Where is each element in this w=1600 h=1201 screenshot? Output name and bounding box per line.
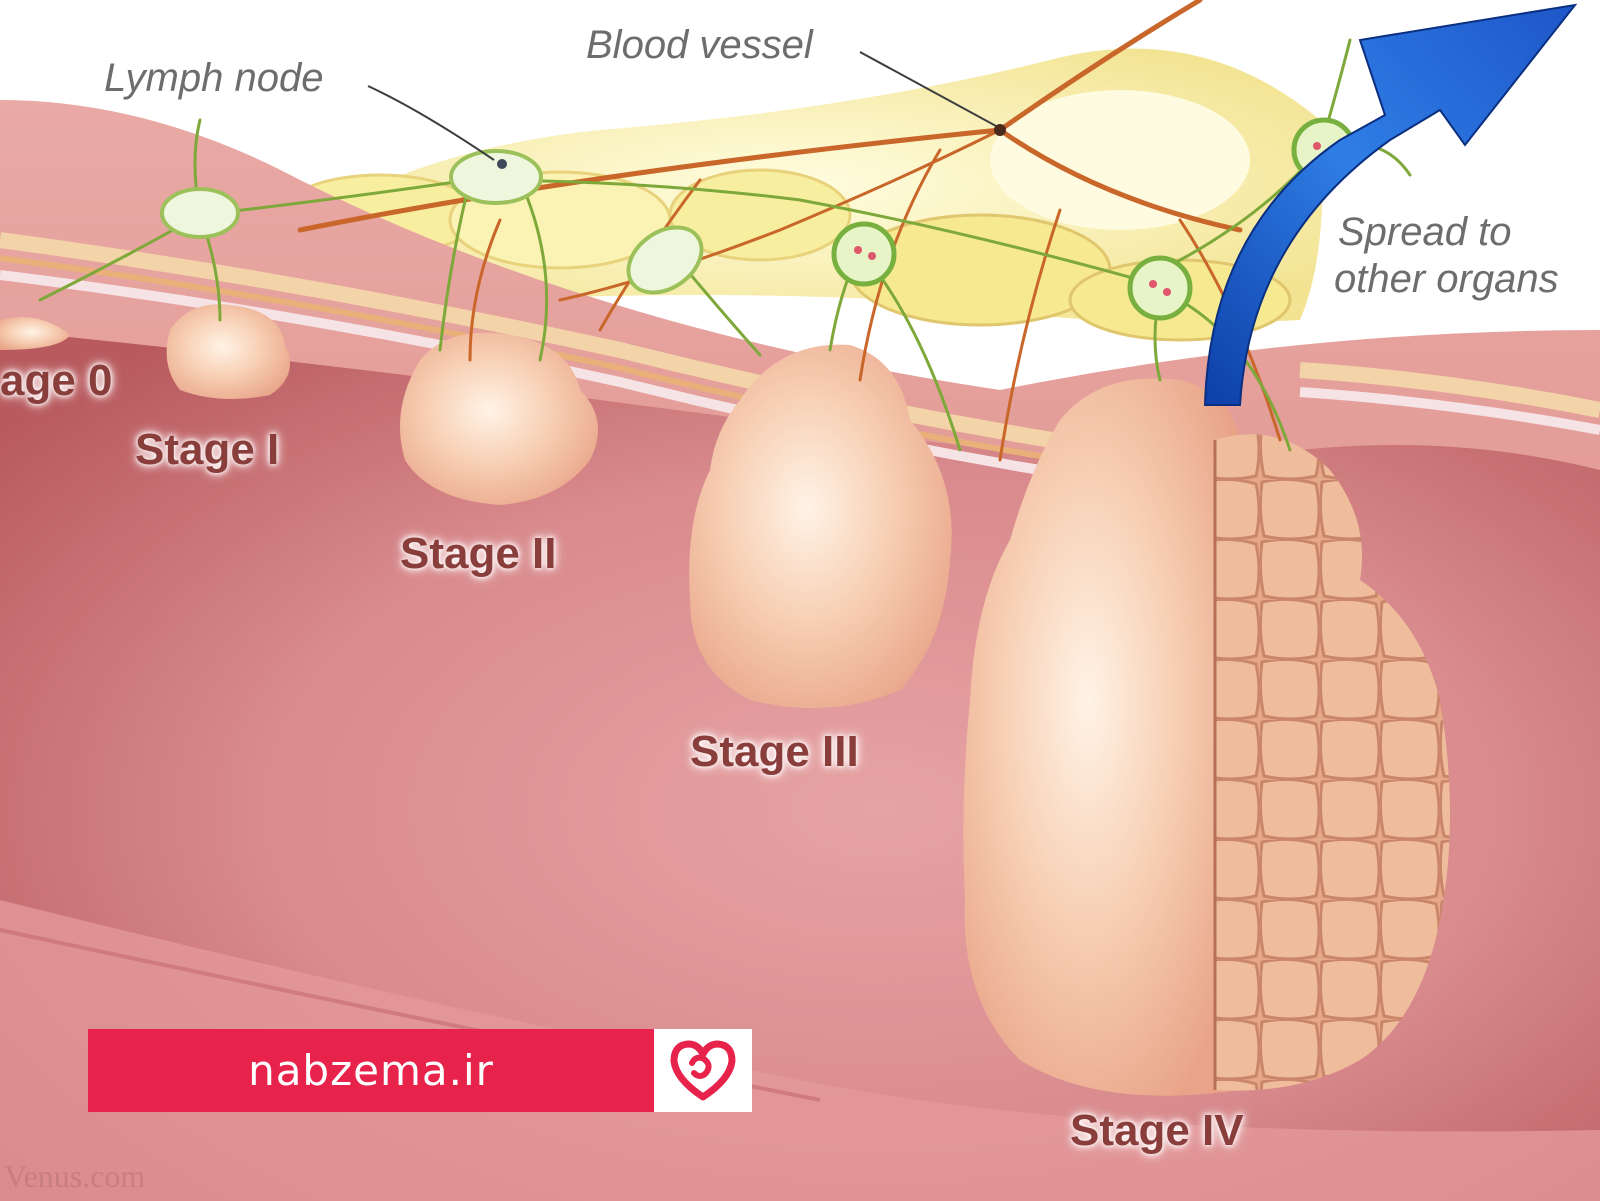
stage-4-label: Stage IV bbox=[1070, 1106, 1244, 1155]
blood-vessels bbox=[297, 0, 1282, 462]
stage-2-label: Stage II bbox=[400, 529, 557, 578]
tumor-stage-1 bbox=[166, 304, 290, 399]
stage-0-label: age 0 bbox=[0, 356, 113, 405]
lymph-node-5 bbox=[1127, 255, 1193, 321]
stage-3-label: Stage III bbox=[690, 727, 859, 776]
lymph-node-4 bbox=[831, 221, 897, 287]
brand-logo bbox=[654, 1029, 752, 1112]
heart-logo-icon bbox=[670, 1040, 736, 1100]
lymph-node-2 bbox=[449, 149, 543, 205]
brand-bar: nabzema.ir bbox=[88, 1029, 654, 1112]
spread-arrow bbox=[1203, 3, 1578, 406]
blood-vessel-label: Blood vessel bbox=[586, 23, 813, 67]
brand-banner: nabzema.ir bbox=[88, 1029, 752, 1112]
tumor-stage-2 bbox=[400, 332, 598, 505]
blood-vessel-marker bbox=[994, 124, 1006, 136]
lymph-node-label: Lymph node bbox=[104, 56, 324, 100]
spread-label-line1: Spread to bbox=[1338, 210, 1512, 254]
fat-tissue bbox=[260, 48, 1323, 342]
watermark: Venus.com bbox=[4, 1158, 146, 1194]
lymph-node-3 bbox=[626, 225, 704, 295]
tumor-stage-3 bbox=[689, 344, 952, 708]
brand-url: nabzema.ir bbox=[248, 1046, 494, 1095]
stage-1-label: Stage I bbox=[135, 425, 280, 474]
blood-vessel-leader-line bbox=[859, 51, 997, 127]
tumor-stage-0 bbox=[0, 317, 70, 350]
spread-label-line2: other organs bbox=[1334, 257, 1559, 301]
lymph-node-1 bbox=[160, 187, 240, 239]
tumor-stage-4 bbox=[963, 378, 1450, 1096]
lymph-node-leader-line bbox=[367, 85, 495, 161]
